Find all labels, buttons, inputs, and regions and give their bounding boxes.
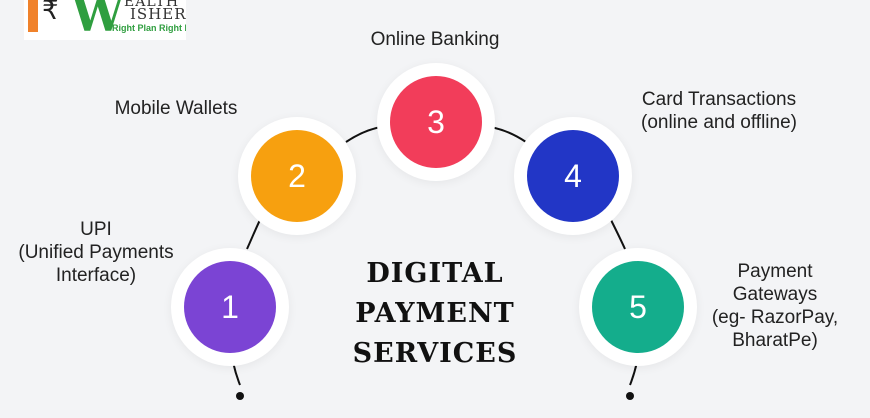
- step-2-number: 2: [288, 157, 306, 194]
- arc-end-dot-right: [626, 392, 634, 400]
- step-5-label: Payment Gateways (eg- RazorPay, BharatPe…: [690, 260, 860, 352]
- wealth-wisher-logo: ₹ W EALTH ISHER Right Plan Right Life: [24, 0, 186, 40]
- title-line: SERVICES: [352, 338, 518, 369]
- step-3-label: Online Banking: [350, 28, 520, 51]
- step-1-label-line: (Unified Payments: [18, 242, 174, 263]
- step-5-node: 5: [579, 248, 697, 366]
- logo-orange-bar: [28, 0, 38, 32]
- title-line: PAYMENT: [355, 298, 515, 329]
- step-4-label: Card Transactions (online and offline): [614, 88, 824, 134]
- step-5-disc: 5: [592, 261, 684, 353]
- logo-word-bottom: ISHER: [130, 5, 186, 23]
- step-5-label-line: (eg- RazorPay,: [711, 307, 839, 328]
- step-4-disc: 4: [527, 130, 619, 222]
- arc-end-dot-left: [236, 392, 244, 400]
- step-1-label-line: UPI: [80, 219, 112, 240]
- step-2-label: Mobile Wallets: [96, 97, 256, 120]
- logo-w-mark: W: [72, 0, 124, 40]
- step-5-number: 5: [629, 288, 647, 325]
- step-3-disc: 3: [390, 76, 482, 168]
- step-2-node: 2: [238, 117, 356, 235]
- step-1-label: UPI (Unified Payments Interface): [0, 218, 192, 287]
- step-3-number: 3: [427, 103, 445, 140]
- step-1-disc: 1: [184, 261, 276, 353]
- step-5-label-line: Payment: [737, 261, 813, 282]
- step-2-label-line: Mobile Wallets: [114, 98, 238, 119]
- step-4-label-line: (online and offline): [641, 112, 797, 133]
- title-line: DIGITAL: [366, 258, 504, 289]
- step-1-label-line: Interface): [55, 265, 137, 286]
- step-5-label-line: Gateways: [732, 284, 818, 305]
- step-4-number: 4: [564, 157, 582, 194]
- step-4-label-line: Card Transactions: [641, 89, 797, 110]
- step-1-node: 1: [171, 248, 289, 366]
- diagram-title: DIGITAL PAYMENT SERVICES: [335, 254, 535, 374]
- step-1-number: 1: [221, 288, 239, 325]
- step-5-label-line: BharatPe): [732, 330, 818, 351]
- logo-tagline: Right Plan Right Life: [112, 23, 186, 33]
- logo-word-top: EALTH: [124, 0, 180, 10]
- step-3-node: 3: [377, 63, 495, 181]
- rupee-icon: ₹: [42, 0, 59, 26]
- step-3-label-line: Online Banking: [370, 29, 500, 50]
- step-2-disc: 2: [251, 130, 343, 222]
- step-4-node: 4: [514, 117, 632, 235]
